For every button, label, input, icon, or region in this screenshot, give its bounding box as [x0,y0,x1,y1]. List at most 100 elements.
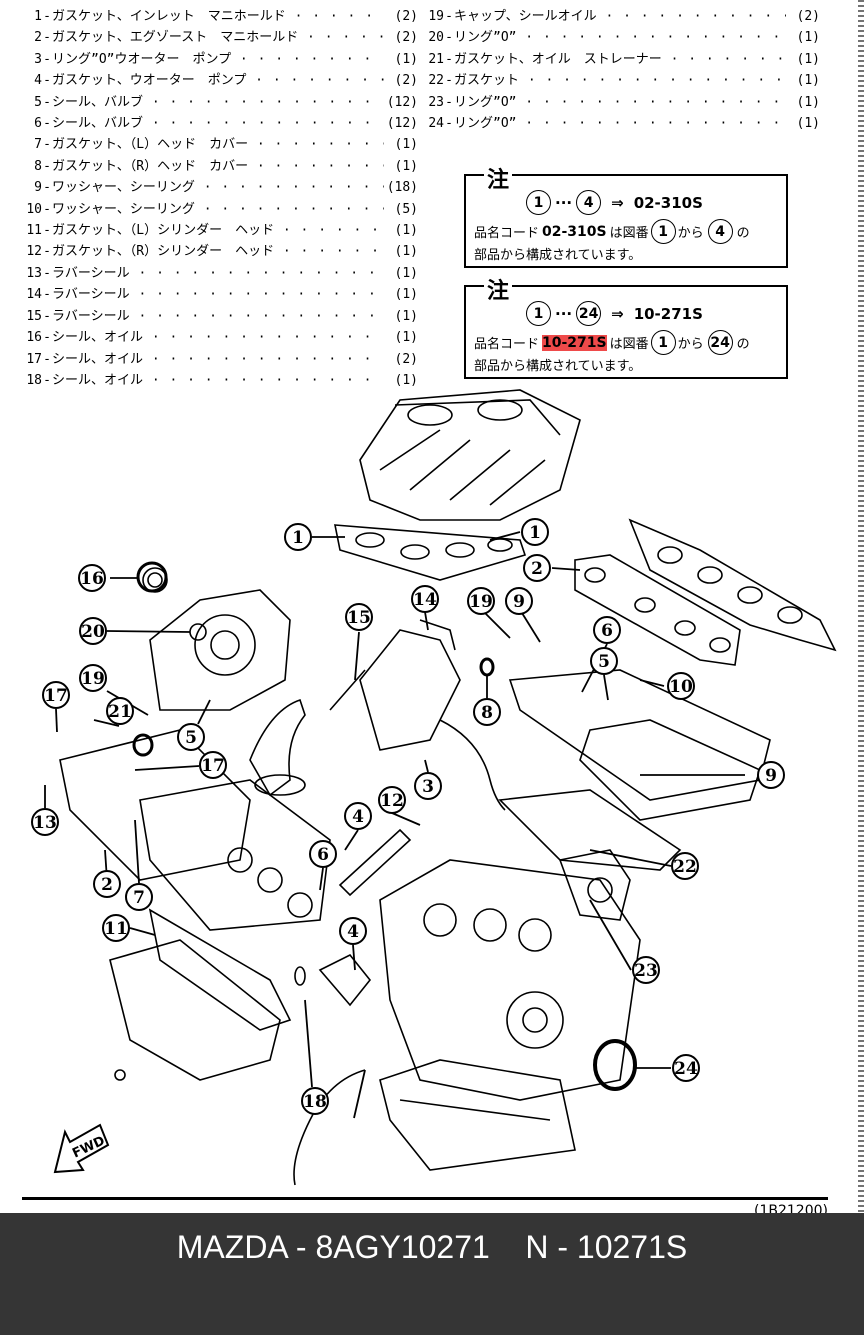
callout-circle [671,852,699,880]
dash: - [445,9,453,24]
parts-list-item: 11-ガスケット、（L）シリンダー ヘッド(1) [22,220,418,241]
callout-circle [414,772,442,800]
part-number: 13 [26,265,42,281]
part-number: 7 [34,137,42,153]
part-qty: (2) [394,9,418,24]
callout-number: 24 [674,1059,698,1079]
callout-number: 17 [201,756,225,776]
callout-number: 12 [380,791,404,811]
part-name: ワッシャー、シーリング [52,199,384,220]
callout-circle [473,698,501,726]
parts-list-item: 21-ガスケット、オイル ストレーナー(1) [424,49,820,70]
callout-number: 2 [531,559,543,579]
callout-number: 4 [352,807,364,827]
part-name: リング”O” [454,113,786,134]
dash: - [43,201,51,217]
callout-number: 5 [185,728,197,748]
parts-list-item: 1-ガスケット、インレット マニホールド(2) [22,6,418,27]
callout-number: 6 [317,845,329,865]
part-name: リング”O” [454,92,786,113]
dash: - [43,223,51,239]
callout-circle [31,808,59,836]
label-text: の [736,337,750,352]
part-qty: (12) [386,94,418,110]
callout-circle [411,585,439,613]
ellipsis: ··· [555,193,573,212]
parts-list-item: 19-キャップ、シールオイル(2) [424,6,820,27]
intake-manifold [359,389,581,521]
callout-number: 2 [101,875,113,895]
part-number: 1 [34,9,42,24]
ref-circle: 4 [576,190,602,215]
callout-circle [79,617,107,645]
drawing-code: (1B21200) [754,1203,828,1213]
callout-number: 23 [634,961,658,981]
parts-diagram-page: 1-ガスケット、インレット マニホールド(2)2-ガスケット、エグゾースト マニ… [0,0,864,1213]
parts-list-item: 18-シール、オイル(1) [22,370,418,391]
dash: - [43,180,51,196]
part-number: 12 [26,244,42,260]
callout-circle [672,1054,700,1082]
dash: - [43,94,51,110]
part-number-title: MAZDA - 8AGY10271 N - 10271S [176,1229,688,1265]
part-number: 16 [26,330,42,346]
part-name: ガスケット [454,70,786,91]
callout-circle [284,523,312,551]
part-qty: (1) [394,244,418,260]
callout-circle [93,870,121,898]
parts-list-item: 5-シール、バルブ(12) [22,92,418,113]
dipstick-tube [293,1069,366,1186]
callout-circle [593,616,621,644]
part-code: 10-271S [633,304,703,323]
parts-list-item: 16-シール、オイル(1) [22,327,418,348]
parts-list-item: 24-リング”O” (1) [424,113,820,134]
callout-number: 8 [481,703,493,723]
part-name: シール、バルブ [52,92,384,113]
dash: - [43,308,51,324]
part-qty: (1) [796,116,820,132]
leader-lines [44,531,745,1119]
note-box-1: 注 1 ··· 4 ⇒ 02-310S 品名コード 02-310S は図番 1 … [464,162,788,268]
callout-circle [79,664,107,692]
label-text: の [736,226,750,241]
part-name: ガスケット、（L）シリンダー ヘッド [52,220,384,241]
dash: - [445,116,453,132]
dash: - [43,9,51,24]
callout-number: 18 [303,1092,327,1112]
part-qty: (2) [394,351,418,367]
part-number: 8 [34,158,42,174]
callout-number: 3 [422,777,434,797]
part-qty: (1) [394,51,418,67]
callout-circle [102,914,130,942]
callout-circle [339,917,367,945]
dash: - [43,287,51,303]
dash: - [43,265,51,281]
part-qty: (2) [394,73,418,89]
callout-number: 20 [81,622,105,642]
parts-list-item: 22-ガスケット(1) [424,70,820,91]
note-text-2: 部品から構成されています。 [474,248,642,263]
callout-number: 1 [292,528,304,548]
parts-list-item: 8-ガスケット、（R）ヘッド カバー(1) [22,156,418,177]
timing-cover [142,567,291,711]
callout-circle [345,603,373,631]
part-qty: (2) [394,30,418,46]
label-text: から [677,337,704,352]
highlighted-part-code: 10-271S [542,334,607,351]
part-name: ガスケット、オイル ストレーナー [454,49,786,70]
dash: - [43,30,51,46]
callout-number: 9 [765,766,777,786]
part-qty: (2) [796,9,820,24]
part-name: ワッシャー、シーリング [52,177,384,198]
dash: - [445,30,453,46]
parts-list-item: 2-ガスケット、エグゾースト マニホールド(2) [22,27,418,48]
part-number: 24 [428,116,444,132]
part-number: 3 [34,51,42,67]
part-name: シール、オイル [52,327,384,348]
timing-covers-center [329,619,506,811]
part-qty: (1) [796,30,820,46]
callout-number: 19 [81,669,105,689]
parts-list-item: 17-シール、オイル(2) [22,349,418,370]
exhaust-gasket-right [574,554,741,666]
part-number: 17 [26,351,42,367]
